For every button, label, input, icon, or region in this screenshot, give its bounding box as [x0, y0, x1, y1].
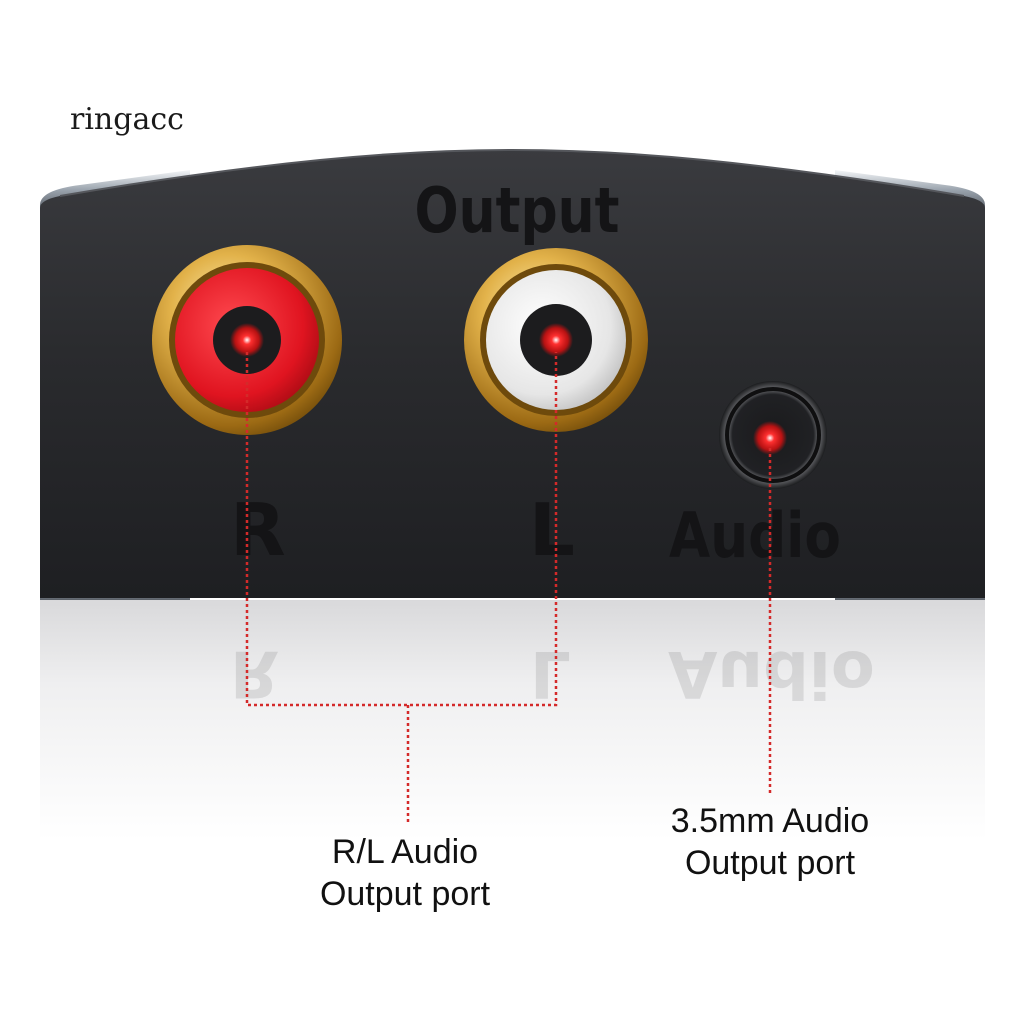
jack-3-5mm-audio[interactable] [719, 381, 827, 489]
rca-jack-left-white[interactable] [464, 248, 648, 432]
leader-lines [245, 352, 772, 825]
callout-rl-line2: Output port [319, 875, 491, 913]
callout-35-line2: Output port [684, 844, 856, 882]
reflection-floor [40, 600, 985, 840]
reflection-labels: R L Audio [230, 636, 875, 710]
watermark-text: ringacc [70, 102, 184, 137]
svg-text:Audio: Audio [668, 636, 875, 710]
callout-rl-audio-port: R/L Audio Output port [255, 831, 555, 915]
port-label-audio: Audio [669, 499, 841, 572]
callout-3-5mm-audio-port: 3.5mm Audio Output port [620, 800, 920, 884]
leader-line-rl [245, 352, 558, 825]
panel-edge-highlight [59, 148, 965, 197]
callout-rl-line1: R/L Audio [331, 833, 479, 871]
panel-title: Output [415, 174, 620, 247]
svg-text:L: L [530, 636, 571, 710]
svg-text:R: R [230, 636, 279, 710]
port-label-left: L [529, 488, 575, 572]
callout-35-line1: 3.5mm Audio [670, 802, 870, 840]
port-label-right: R [230, 488, 285, 572]
rca-jack-right-red[interactable] [152, 245, 342, 435]
